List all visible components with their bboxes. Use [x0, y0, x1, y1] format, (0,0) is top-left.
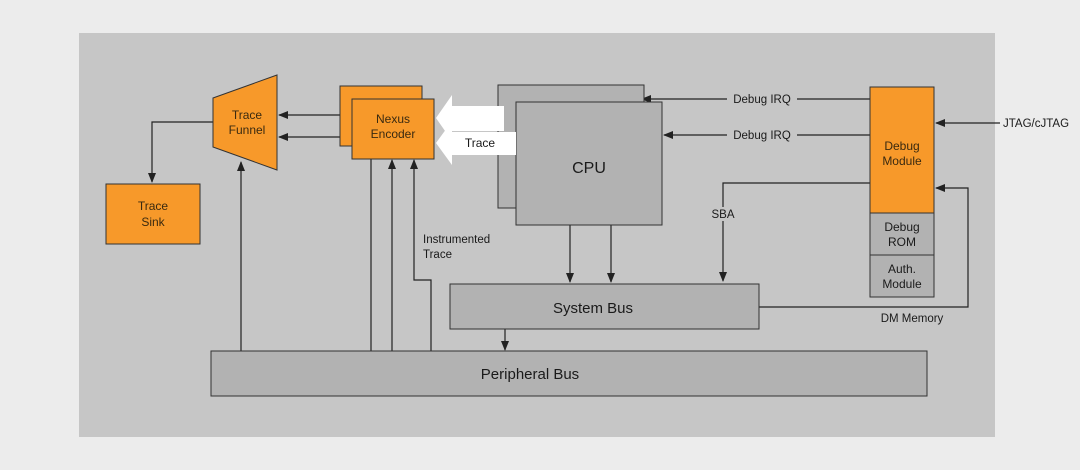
trace-funnel-block: Trace Funnel	[212, 74, 278, 171]
nexus-encoder-label-1: Nexus	[376, 112, 410, 126]
cpu-front	[515, 101, 663, 226]
trace-funnel-label-1: Trace	[232, 108, 263, 122]
debug-rom-label-2: ROM	[888, 235, 916, 249]
auth-module-label-1: Auth.	[888, 262, 916, 276]
nexus-encoder-label-2: Encoder	[371, 127, 416, 141]
cpu-block: CPU	[497, 84, 663, 226]
system-bus-block: System Bus	[449, 283, 760, 330]
peripheral-bus-rect	[210, 350, 928, 397]
connection-labels: Debug IRQ Debug IRQ JTAG/cJTAG SBA DM Me…	[423, 92, 1078, 325]
system-bus-label: System Bus	[553, 300, 633, 317]
trace-arrow-back	[436, 95, 504, 141]
trace-funnel-label-2: Funnel	[229, 123, 266, 137]
trace-sink-block: Trace Sink	[105, 183, 201, 245]
funnel-to-sink-line	[148, 121, 213, 183]
debug-irq-label-2: Debug IRQ	[733, 130, 791, 142]
nexus-encoder-front	[351, 98, 435, 160]
debug-module-stack: Debug Module Debug ROM Auth. Module	[869, 86, 935, 298]
trace-funnel-shape	[212, 74, 278, 171]
debug-module-label-2: Module	[882, 154, 922, 168]
sba-line	[719, 182, 870, 282]
trace-sink-label-1: Trace	[138, 199, 169, 213]
debug-module-label-1: Debug	[884, 139, 919, 153]
auth-module-rect	[869, 254, 935, 298]
dm-memory-line	[759, 184, 969, 308]
debug-irq-label-1: Debug IRQ	[733, 94, 791, 106]
trace-sink-rect	[105, 183, 201, 245]
nexus-encoder-block: Nexus Encoder	[339, 85, 435, 160]
peripheral-bus-label: Peripheral Bus	[481, 366, 579, 383]
trace-arrow-label: Trace	[465, 136, 496, 150]
jtag-label: JTAG/cJTAG	[1003, 118, 1069, 130]
trace-arrow-front	[436, 121, 516, 165]
peripheral-bus-block: Peripheral Bus	[210, 350, 928, 397]
periph-to-nexus-line-2	[410, 159, 432, 351]
sba-label: SBA	[711, 209, 734, 221]
auth-module-label-2: Module	[882, 277, 922, 291]
debug-rom-label-1: Debug	[884, 220, 919, 234]
debug-rom-rect	[869, 212, 935, 256]
cpu-label: CPU	[572, 160, 606, 177]
dm-memory-label: DM Memory	[881, 313, 944, 325]
instrumented-trace-label-2: Trace	[423, 249, 452, 261]
trace-arrows: Trace	[436, 95, 516, 165]
system-bus-rect	[449, 283, 760, 330]
instrumented-trace-label-1: Instrumented	[423, 234, 490, 246]
trace-sink-label-2: Sink	[141, 215, 165, 229]
